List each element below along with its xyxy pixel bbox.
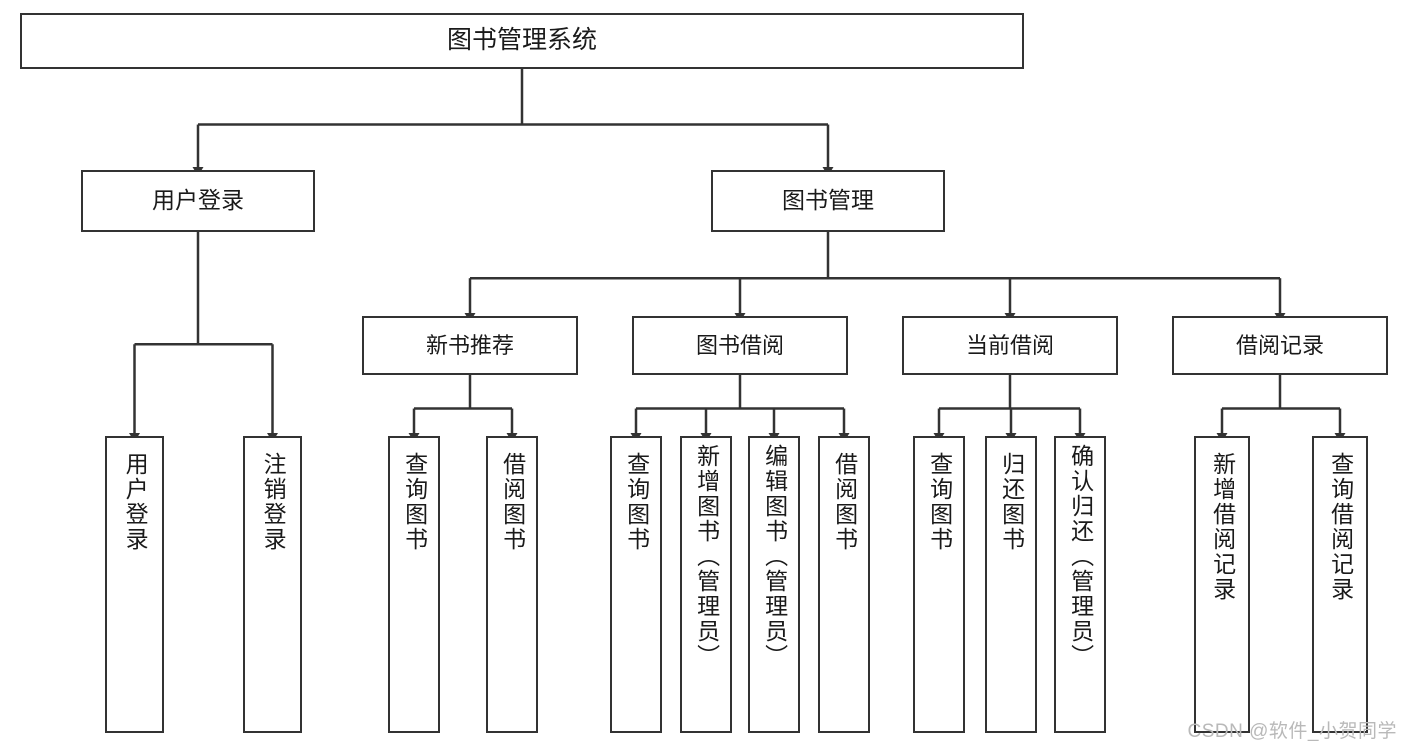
- node-leaf-user-logout[interactable]: 注销登录: [243, 436, 302, 733]
- node-new-book-rec[interactable]: 新书推荐: [362, 316, 578, 375]
- node-label: 当前借阅: [965, 332, 1054, 358]
- node-leaf-add-borrow-record[interactable]: 新增借阅记录: [1194, 436, 1250, 733]
- node-label: 归还图书: [998, 452, 1025, 552]
- node-label: 用户登录: [122, 452, 149, 552]
- node-leaf-query-borrow-record[interactable]: 查询借阅记录: [1312, 436, 1368, 733]
- node-leaf-query-book-3[interactable]: 查询图书: [913, 436, 965, 733]
- node-leaf-borrow-book-2[interactable]: 借阅图书: [818, 436, 870, 733]
- node-leaf-query-book-1[interactable]: 查询图书: [388, 436, 440, 733]
- node-leaf-add-book-admin[interactable]: 新增图书（管理员）: [680, 436, 732, 733]
- node-leaf-query-book-2[interactable]: 查询图书: [610, 436, 662, 733]
- node-label: 查询图书: [623, 452, 650, 552]
- node-root[interactable]: 图书管理系统: [20, 13, 1024, 69]
- node-label: 确认归还（管理员）: [1067, 444, 1094, 669]
- node-book-manage[interactable]: 图书管理: [711, 170, 945, 232]
- node-label: 新增借阅记录: [1209, 452, 1236, 602]
- node-label: 图书借阅: [695, 332, 784, 358]
- node-leaf-user-login[interactable]: 用户登录: [105, 436, 164, 733]
- node-book-borrow[interactable]: 图书借阅: [632, 316, 848, 375]
- node-leaf-confirm-return-admin[interactable]: 确认归还（管理员）: [1054, 436, 1106, 733]
- node-label: 查询借阅记录: [1327, 452, 1354, 602]
- node-label: 图书管理系统: [446, 26, 597, 55]
- node-label: 新书推荐: [425, 332, 514, 358]
- node-user-login[interactable]: 用户登录: [81, 170, 315, 232]
- node-label: 查询图书: [401, 452, 428, 552]
- node-label: 编辑图书（管理员）: [761, 444, 788, 669]
- node-current-borrow[interactable]: 当前借阅: [902, 316, 1118, 375]
- node-label: 注销登录: [260, 452, 287, 552]
- node-label: 新增图书（管理员）: [693, 444, 720, 669]
- node-leaf-borrow-book-1[interactable]: 借阅图书: [486, 436, 538, 733]
- node-leaf-edit-book-admin[interactable]: 编辑图书（管理员）: [748, 436, 800, 733]
- node-borrow-record[interactable]: 借阅记录: [1172, 316, 1388, 375]
- node-label: 借阅图书: [831, 452, 858, 552]
- node-label: 借阅图书: [499, 452, 526, 552]
- node-leaf-return-book[interactable]: 归还图书: [985, 436, 1037, 733]
- node-label: 用户登录: [152, 187, 244, 214]
- node-label: 查询图书: [926, 452, 953, 552]
- watermark-text: CSDN @软件_小贺同学: [1187, 721, 1397, 742]
- node-label: 借阅记录: [1235, 332, 1324, 358]
- node-label: 图书管理: [782, 187, 874, 214]
